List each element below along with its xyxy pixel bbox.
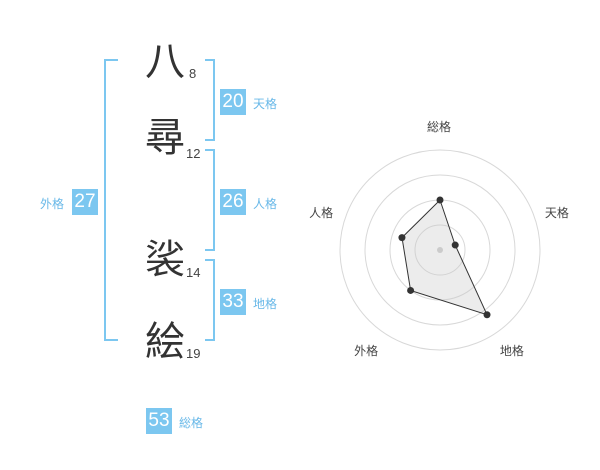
name-character-2: 尋 (145, 115, 185, 161)
radar-ring (414, 224, 466, 276)
name-character-3: 裟 (145, 237, 185, 283)
radar-point-1 (436, 196, 444, 204)
radar-center (437, 247, 443, 253)
jinkaku-value: 26 (220, 189, 246, 215)
radar-point-2 (451, 241, 459, 249)
soukaku-label: 総格 (179, 416, 204, 430)
stroke-count-3: 14 (186, 265, 201, 280)
gaikaku-label: 外格 (40, 197, 65, 211)
jinkaku-bracket (205, 149, 215, 251)
name-character-1: 八 (145, 39, 185, 85)
radar-ring (339, 149, 541, 351)
stroke-count-2: 12 (186, 146, 201, 161)
radar-ring (364, 174, 516, 326)
jinkaku-label: 人格 (253, 197, 278, 211)
radar-axis-label-2: 天格 (544, 205, 569, 220)
radar-axis-label-1: 総格 (427, 120, 452, 134)
chikaku-value: 33 (220, 289, 246, 315)
stroke-count-1: 8 (189, 66, 197, 81)
tenkaku-value: 20 (220, 89, 246, 115)
radar-axis-label-5: 人格 (309, 205, 334, 220)
chikaku-label: 地格 (253, 297, 278, 311)
stroke-count-4: 19 (186, 346, 201, 361)
radar-point-5 (398, 234, 406, 242)
tenkaku-label: 天格 (253, 97, 278, 111)
name-character-4: 絵 (145, 319, 185, 365)
radar-point-3 (483, 311, 491, 319)
soukaku-value: 53 (146, 408, 172, 434)
radar-polygon (401, 199, 488, 316)
gaikaku-bracket (104, 59, 118, 341)
gaikaku-value: 27 (72, 189, 98, 215)
tenkaku-bracket (205, 59, 215, 141)
radar-axis-label-3: 地格 (499, 344, 524, 359)
radar-axis-label-4: 外格 (354, 344, 379, 359)
chikaku-bracket (205, 259, 215, 341)
radar-point-4 (407, 286, 415, 294)
